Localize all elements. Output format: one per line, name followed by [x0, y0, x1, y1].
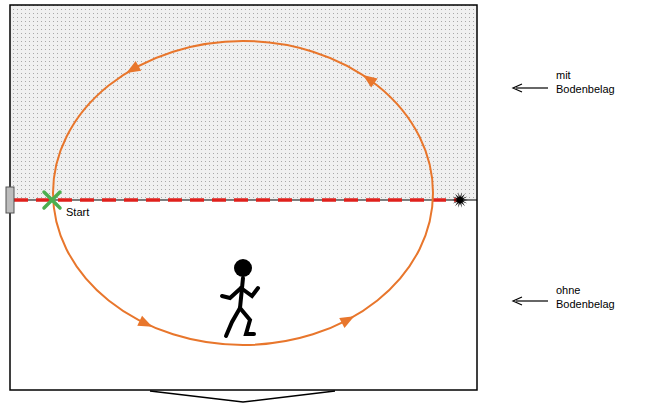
- direction-arrow: [339, 316, 354, 328]
- region-label: mit Bodenbelag: [556, 68, 626, 97]
- room-outline: [10, 5, 477, 390]
- floor-covering-area: [10, 5, 477, 200]
- running-path: [53, 41, 433, 345]
- divider-line: [10, 200, 477, 201]
- start-label: Start: [66, 205, 89, 219]
- light-source: [6, 187, 14, 213]
- start-mark: [44, 192, 60, 208]
- region-label: ohne Bodenbelag: [556, 283, 626, 312]
- direction-arrow: [363, 75, 378, 88]
- direction-arrow: [126, 61, 141, 73]
- direction-arrow: [137, 316, 152, 327]
- detector-star: [452, 192, 468, 208]
- direction-arrows: [126, 61, 377, 328]
- running-person: [222, 259, 258, 336]
- light-beam: [14, 198, 458, 202]
- pointer-arrow: [513, 84, 548, 305]
- detector-star: [452, 192, 468, 208]
- bracket: [150, 391, 335, 402]
